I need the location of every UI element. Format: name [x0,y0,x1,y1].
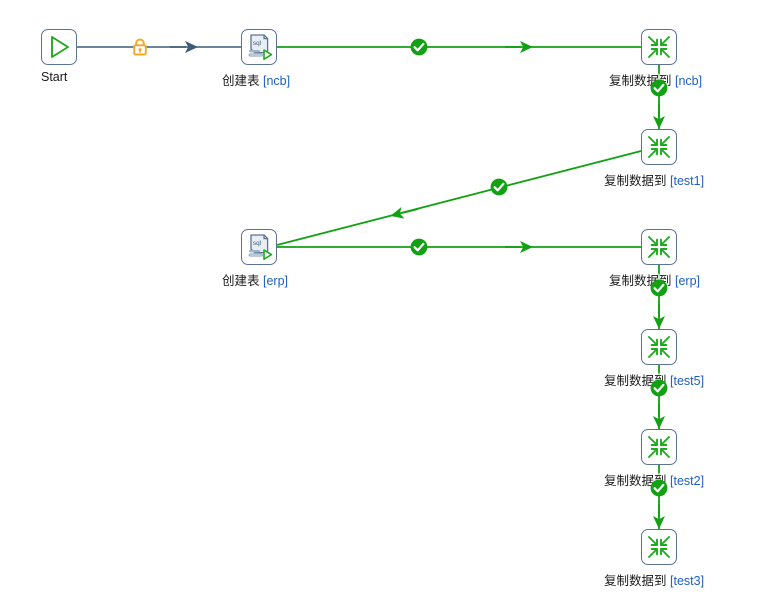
node-label-text: 复制数据到 [604,374,667,388]
node-label-create-table-erp: 创建表 [erp] [222,270,288,289]
check-circle-icon[interactable] [410,238,428,256]
sql-script-icon: sql [248,34,273,60]
node-label-tag: [erp] [263,274,289,288]
check-circle-icon[interactable] [650,279,668,297]
job-entry-copy-data-test3[interactable] [641,529,677,565]
node-label-text: 复制数据到 [604,474,667,488]
job-entry-copy-data-test2[interactable] [641,429,677,465]
job-entry-copy-data-test5[interactable] [641,329,677,365]
node-label-create-table-ncb: 创建表 [ncb] [222,70,290,89]
job-entry-start[interactable] [41,29,77,65]
play-triangle-icon [51,36,69,58]
node-label-copy-data-test1: 复制数据到 [test1] [604,170,704,189]
node-label-copy-data-test3: 复制数据到 [test3] [604,570,704,589]
node-label-tag: [test3] [670,574,705,588]
job-entry-copy-data-ncb[interactable] [641,29,677,65]
node-label-tag: [test1] [670,174,705,188]
check-circle-icon[interactable] [650,479,668,497]
svg-text:sql: sql [253,40,261,47]
node-label-text: Start [41,70,68,84]
lock-icon[interactable] [131,37,149,62]
node-label-text: 创建表 [222,74,260,88]
node-label-text: 创建表 [222,274,260,288]
job-entry-create-table-erp[interactable]: sql [241,229,277,265]
copy-data-icon [648,336,670,358]
sql-script-icon: sql [248,234,273,260]
job-entry-create-table-ncb[interactable]: sql [241,29,277,65]
node-label-tag: [test2] [670,474,705,488]
node-label-copy-data-test5: 复制数据到 [test5] [604,370,704,389]
check-circle-icon[interactable] [490,178,508,196]
node-label-copy-data-test2: 复制数据到 [test2] [604,470,704,489]
node-label-tag: [erp] [675,274,701,288]
check-circle-icon[interactable] [650,79,668,97]
copy-data-icon [648,136,670,158]
job-entry-copy-data-erp[interactable] [641,229,677,265]
node-label-text: 复制数据到 [604,174,667,188]
hop-create-erp-to-test1[interactable] [276,149,646,246]
node-label-start: Start [41,70,67,84]
copy-data-icon [648,36,670,58]
job-entry-copy-data-test1[interactable] [641,129,677,165]
copy-data-icon [648,236,670,258]
check-circle-icon[interactable] [650,379,668,397]
svg-text:sql: sql [253,240,261,247]
copy-data-icon [648,536,670,558]
node-label-tag: [test5] [670,374,705,388]
check-circle-icon[interactable] [410,38,428,56]
node-label-text: 复制数据到 [604,574,667,588]
copy-data-icon [648,436,670,458]
node-label-tag: [ncb] [675,74,703,88]
node-label-tag: [ncb] [263,74,291,88]
